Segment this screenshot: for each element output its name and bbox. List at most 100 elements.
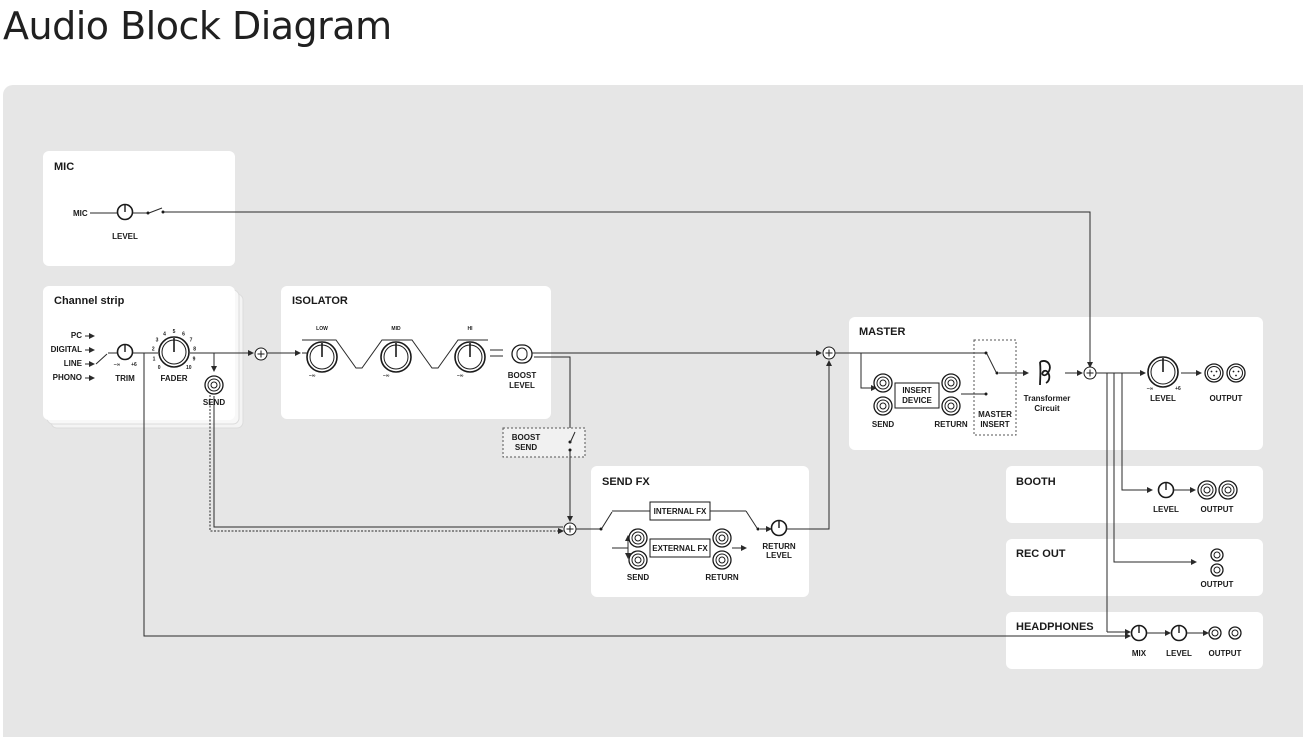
send-fx-heading: SEND FX xyxy=(602,476,650,488)
master-insert-box xyxy=(973,339,1017,436)
booth-output-jack-2[interactable] xyxy=(1218,480,1238,500)
input-phono-label: PHONO xyxy=(53,373,82,382)
master-level-label: LEVEL xyxy=(1150,394,1176,403)
isolator-hi-knob[interactable] xyxy=(454,341,486,373)
fader-label: FADER xyxy=(160,374,187,383)
master-insert-label-1: MASTER xyxy=(978,410,1012,419)
fx-send-jack-2[interactable] xyxy=(628,550,648,570)
transformer-label-2: Circuit xyxy=(1034,404,1060,413)
insert-send-label: SEND xyxy=(872,420,894,429)
booth-output-label: OUTPUT xyxy=(1201,505,1234,514)
insert-send-jack-1[interactable] xyxy=(873,373,893,393)
transformer-label-1: Transformer xyxy=(1024,394,1071,403)
internal-fx-label: INTERNAL FX xyxy=(654,507,707,516)
fader-scale-tick: 2 xyxy=(152,347,155,353)
fx-send-label: SEND xyxy=(627,573,649,582)
svg-text:−∞: −∞ xyxy=(1147,386,1154,392)
boost-send-label-1: BOOST xyxy=(512,433,541,442)
rec-out-jack-left[interactable] xyxy=(1210,548,1224,562)
insert-device-label-2: DEVICE xyxy=(902,396,932,405)
master-output-xlr-right[interactable] xyxy=(1226,363,1246,383)
rec-out-output-label: OUTPUT xyxy=(1201,580,1234,589)
channel-strip-heading: Channel strip xyxy=(54,295,125,307)
mic-switch[interactable] xyxy=(148,207,163,214)
headphones-heading: HEADPHONES xyxy=(1016,621,1094,633)
boost-send-label-2: SEND xyxy=(515,443,537,452)
fader-scale-tick: 5 xyxy=(173,329,176,335)
headphones-output-label: OUTPUT xyxy=(1209,649,1242,658)
master-output-label: OUTPUT xyxy=(1210,394,1243,403)
insert-return-label: RETURN xyxy=(934,420,968,429)
return-level-label-1: RETURN xyxy=(762,542,796,551)
svg-text:−∞: −∞ xyxy=(114,362,121,368)
insert-return-jack-2[interactable] xyxy=(941,396,961,416)
master-output-xlr-left[interactable] xyxy=(1204,363,1224,383)
headphones-level-label: LEVEL xyxy=(1166,649,1192,658)
rec-out-jack-right[interactable] xyxy=(1210,563,1224,577)
insert-send-jack-2[interactable] xyxy=(873,396,893,416)
fader-knob[interactable] xyxy=(158,336,190,368)
master-level-knob[interactable] xyxy=(1147,356,1179,388)
send-fx-sum-node xyxy=(563,522,577,536)
fader-scale-tick: 9 xyxy=(193,357,196,363)
insert-return-jack-1[interactable] xyxy=(941,373,961,393)
booth-level-knob[interactable] xyxy=(1157,481,1175,499)
return-level-label-2: LEVEL xyxy=(766,551,792,560)
isolator-block xyxy=(281,286,551,419)
fx-return-jack-1[interactable] xyxy=(712,528,732,548)
input-digital-label: DIGITAL xyxy=(51,345,83,354)
band-mid-label: MID xyxy=(391,326,401,332)
mic-level-knob[interactable] xyxy=(116,203,134,221)
master-insert-label-2: INSERT xyxy=(980,420,1009,429)
master-sum-node xyxy=(822,346,836,360)
fx-selector-in[interactable] xyxy=(601,511,613,529)
boost-level-label-2: LEVEL xyxy=(509,381,535,390)
fx-return-jack-2[interactable] xyxy=(712,550,732,570)
isolator-mid-knob[interactable] xyxy=(380,341,412,373)
insert-device-box xyxy=(894,382,940,409)
input-selector[interactable] xyxy=(95,353,108,365)
svg-text:−∞: −∞ xyxy=(309,373,316,379)
band-low-label: LOW xyxy=(316,326,328,332)
headphones-mix-knob[interactable] xyxy=(1130,624,1148,642)
fader-scale-tick: 8 xyxy=(193,347,196,353)
trim-knob[interactable] xyxy=(116,343,134,361)
return-level-knob[interactable] xyxy=(770,519,788,537)
channel-send-jack[interactable] xyxy=(204,375,224,395)
trim-label: TRIM xyxy=(115,374,135,383)
headphones-mini-jack[interactable] xyxy=(1208,626,1222,640)
svg-text:−∞: −∞ xyxy=(457,373,464,379)
transformer-icon xyxy=(1039,360,1051,386)
rec-out-heading: REC OUT xyxy=(1016,548,1066,560)
master-block xyxy=(849,317,1263,450)
fader-scale-tick: 0 xyxy=(158,365,161,371)
headphones-std-jack[interactable] xyxy=(1228,626,1242,640)
rec-out-block xyxy=(1006,539,1263,596)
master-heading: MASTER xyxy=(859,326,906,338)
headphones-level-knob[interactable] xyxy=(1170,624,1188,642)
mic-input-label: MIC xyxy=(73,209,88,218)
headphones-mix-label: MIX xyxy=(1132,649,1147,658)
input-pc-label: PC xyxy=(71,331,82,340)
fx-selector-out[interactable] xyxy=(745,510,758,529)
booth-output-jack-1[interactable] xyxy=(1197,480,1217,500)
external-fx-box xyxy=(649,538,711,558)
channel-sum-node xyxy=(254,347,268,361)
fx-send-jack-1[interactable] xyxy=(628,528,648,548)
fader-scale-tick: 10 xyxy=(186,365,192,371)
svg-text:−∞: −∞ xyxy=(383,373,390,379)
isolator-low-knob[interactable] xyxy=(306,341,338,373)
external-fx-label: EXTERNAL FX xyxy=(652,544,708,553)
input-line-label: LINE xyxy=(64,359,83,368)
mic-block xyxy=(43,151,235,266)
fader-scale-tick: 6 xyxy=(182,331,185,337)
isolator-heading: ISOLATOR xyxy=(292,295,348,307)
svg-text:+6: +6 xyxy=(131,362,137,368)
master-insert-switch[interactable] xyxy=(986,353,997,373)
fader-scale-tick: 3 xyxy=(156,338,159,344)
fader-scale-tick: 1 xyxy=(153,357,156,363)
fader-scale-tick: 7 xyxy=(190,338,193,344)
booth-heading: BOOTH xyxy=(1016,476,1056,488)
boost-send-switch[interactable] xyxy=(569,431,576,444)
